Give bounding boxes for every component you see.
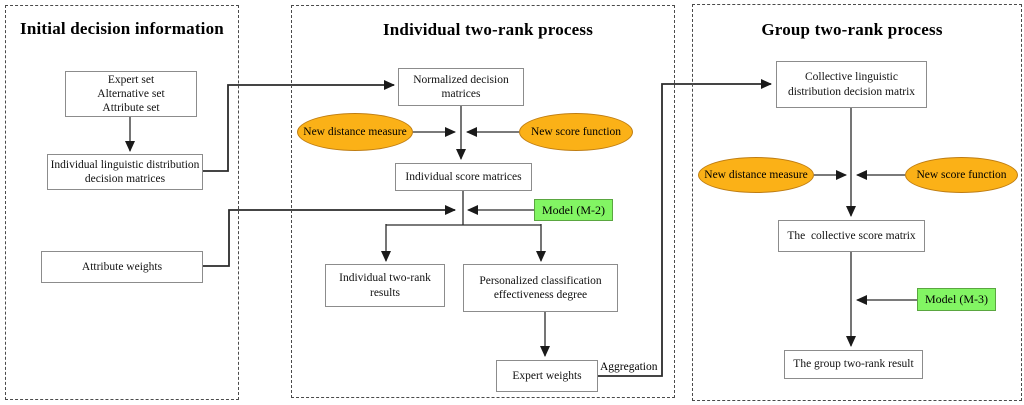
box-group-two-rank-result: The group two-rank result <box>784 350 923 379</box>
box-collective-score-matrix: The collective score matrix <box>778 220 925 252</box>
ellipse-new-distance-measure-individual: New distance measure <box>297 113 413 151</box>
model-m2-box: Model (M-2) <box>534 199 613 221</box>
title-group-process: Group two-rank process <box>761 20 943 39</box>
box-line: matrices <box>441 88 481 100</box>
box-line: Expert set <box>107 73 155 86</box>
box-line: effectiveness degree <box>493 289 588 301</box>
box-individual-linguistic-matrices: Individual linguistic distribution decis… <box>47 154 203 190</box>
box-line: Collective linguistic <box>805 71 898 84</box>
arrow-matrices-to-normalized <box>203 80 395 171</box>
box-line: Attribute set <box>102 102 160 115</box>
aggregation-label: Aggregation <box>600 361 658 373</box>
box-line: Individual linguistic distribution <box>50 158 200 171</box>
box-line: Normalized decision <box>413 73 509 86</box>
arrow-weights-to-junction <box>203 205 456 266</box>
box-attribute-weights: Attribute weights <box>41 251 203 283</box>
box-individual-score-matrices: Individual score matrices <box>395 163 532 191</box>
ellipse-new-score-function-group: New score function <box>905 157 1018 193</box>
panel-group-process <box>692 4 1022 401</box>
box-personalized-classification-degree: Personalized classification effectivenes… <box>463 264 618 312</box>
box-expert-alternative-attribute-set: Expert set Alternative set Attribute set <box>65 71 197 117</box>
panel-individual-process <box>291 5 675 398</box>
box-line: Individual two-rank <box>339 272 431 285</box>
ellipse-new-distance-measure-group: New distance measure <box>698 157 814 193</box>
box-line: decision matrices <box>84 173 166 185</box>
box-line: Personalized classification <box>479 274 602 287</box>
title-initial-decision: Initial decision information <box>20 19 224 38</box>
box-collective-linguistic-matrix: Collective linguistic distribution decis… <box>776 61 927 108</box>
box-individual-two-rank-results: Individual two-rank results <box>325 264 445 307</box>
box-line: Alternative set <box>97 88 165 100</box>
ellipse-new-score-function-individual: New score function <box>519 113 633 151</box>
box-expert-weights: Expert weights <box>496 360 598 392</box>
title-individual-process: Individual two-rank process <box>382 20 594 39</box>
model-m3-box: Model (M-3) <box>917 288 996 311</box>
box-line: distribution decision matrix <box>787 85 916 98</box>
box-line: results <box>369 286 401 299</box>
box-normalized-decision-matrices: Normalized decision matrices <box>398 68 524 106</box>
panel-initial-decision <box>5 5 239 400</box>
arrow-aggregation-to-collective <box>598 79 772 376</box>
